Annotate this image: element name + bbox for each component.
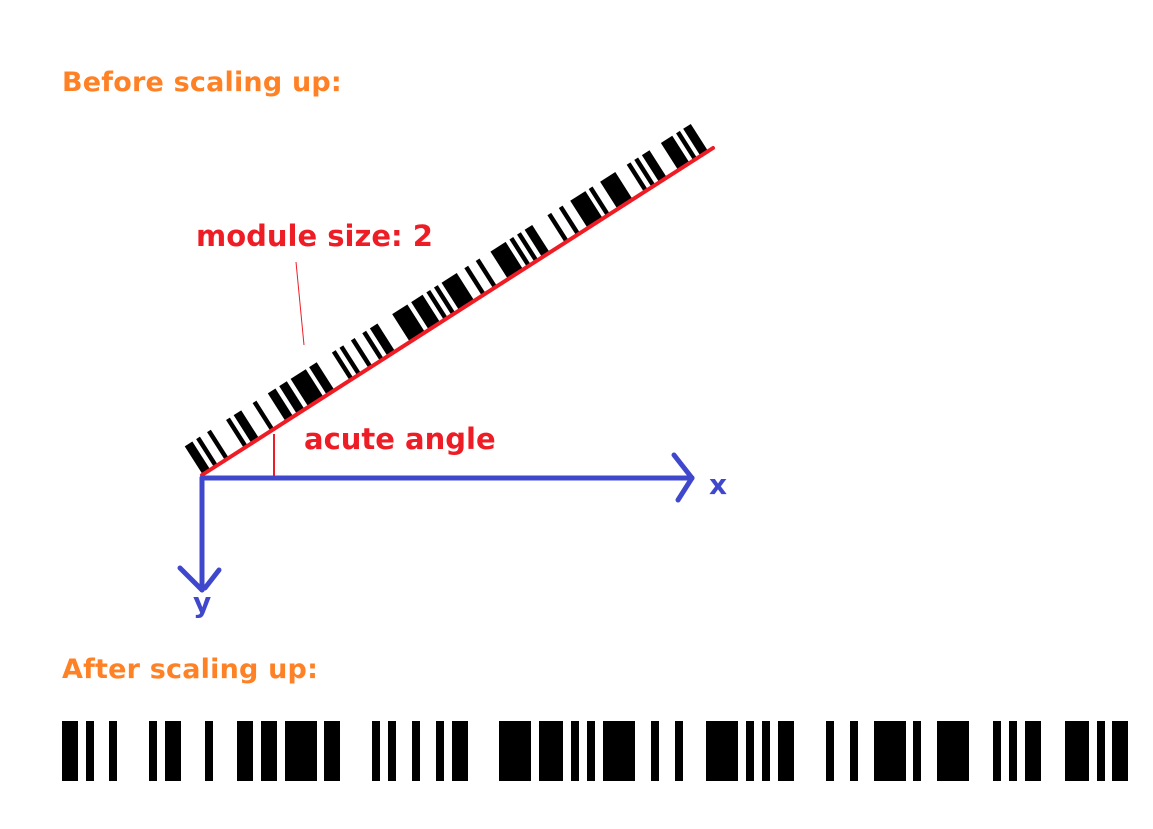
- tilted-barcode-bar: [279, 381, 306, 415]
- barcode-bar: [412, 721, 420, 781]
- tilted-barcode-bar: [267, 388, 294, 423]
- tilted-barcode-bar: [464, 265, 487, 297]
- barcode-bar: [372, 721, 380, 781]
- after-scaling-heading: After scaling up:: [62, 654, 319, 685]
- barcode-bar: [850, 721, 858, 781]
- barcode-bar: [324, 721, 340, 781]
- x-axis-label: x: [709, 468, 728, 501]
- barcode-bar: [675, 721, 683, 781]
- tilted-barcode-bar: [475, 258, 498, 290]
- barcode-baseline: [200, 146, 715, 477]
- before-scaling-heading: Before scaling up:: [62, 67, 342, 98]
- tilted-barcode-bar: [660, 135, 691, 172]
- tilted-barcode-bar: [184, 441, 211, 475]
- tilted-barcode-bar: [676, 130, 699, 162]
- tilted-barcode: [184, 123, 710, 475]
- barcode-bar: [205, 721, 213, 781]
- barcode-bar: [109, 721, 117, 781]
- tilted-barcode-bar: [196, 436, 219, 468]
- module-size-label: module size: 2: [196, 219, 433, 253]
- tilted-barcode-bar: [524, 224, 551, 259]
- barcode-bar: [436, 721, 444, 781]
- x-axis-arrow: [199, 452, 695, 503]
- tilted-barcode-bar: [331, 350, 354, 382]
- barcode-bar: [1097, 721, 1105, 781]
- barcode-bar: [62, 721, 78, 781]
- tilted-barcode-bar: [600, 172, 634, 211]
- barcode-bar: [571, 721, 579, 781]
- barcode-bar: [261, 721, 277, 781]
- barcode-bar: [165, 721, 181, 781]
- tilted-barcode-bar: [634, 157, 657, 189]
- barcode-bar: [826, 721, 834, 781]
- barcode-bar: [86, 721, 94, 781]
- tilted-barcode-bar: [509, 237, 532, 269]
- barcode-bar: [651, 721, 659, 781]
- barcode-bar: [778, 721, 794, 781]
- y-axis-arrow: [177, 475, 222, 593]
- tilted-barcode-bar: [441, 273, 476, 312]
- barcode-bar: [587, 721, 595, 781]
- barcode-bar: [388, 721, 396, 781]
- tilted-barcode-bar: [369, 323, 396, 358]
- tilted-barcode-bar: [252, 400, 275, 432]
- barcode-bar: [874, 721, 906, 781]
- barcode-bar: [539, 721, 563, 781]
- barcode-bar: [237, 721, 253, 781]
- tilted-barcode-bar: [207, 429, 230, 461]
- tilted-barcode-bar: [517, 232, 540, 264]
- barcode-bar: [1009, 721, 1017, 781]
- barcode-bar: [285, 721, 317, 781]
- tilted-barcode-bar: [233, 410, 260, 444]
- tilted-barcode-bar: [641, 150, 668, 184]
- barcode-bar: [1112, 721, 1128, 781]
- module-size-leader-line: [295, 261, 305, 346]
- tilted-barcode-bar: [570, 191, 604, 230]
- tilted-barcode-bar: [226, 417, 249, 449]
- tilted-barcode-bar: [683, 123, 710, 158]
- tilted-barcode-bar: [588, 186, 611, 218]
- barcode-bar: [603, 721, 635, 781]
- tilted-barcode-bar: [490, 241, 524, 281]
- barcode-bar: [452, 721, 468, 781]
- tilted-barcode-bar: [558, 205, 581, 237]
- barcode-bar: [762, 721, 770, 781]
- barcode-bar: [706, 721, 738, 781]
- y-axis-label: y: [193, 586, 212, 619]
- barcode-bar: [1065, 721, 1089, 781]
- tilted-barcode-bar: [392, 304, 426, 343]
- tilted-barcode-bar: [626, 162, 649, 194]
- barcode-bar: [913, 721, 921, 781]
- tilted-barcode-bar: [433, 285, 457, 317]
- tilted-barcode-bar: [547, 212, 570, 244]
- tilted-barcode-bar: [290, 369, 325, 408]
- barcode-bar: [499, 721, 531, 781]
- tilted-barcode-bar: [350, 338, 373, 370]
- barcode-bar: [993, 721, 1001, 781]
- acute-angle-label: acute angle: [304, 422, 496, 456]
- tilted-barcode-bar: [411, 294, 441, 331]
- tilted-barcode-bar: [309, 362, 335, 396]
- tilted-barcode-bar: [339, 345, 362, 377]
- scaled-barcode: [62, 721, 1128, 781]
- barcode-bar: [1025, 721, 1041, 781]
- barcode-bar: [937, 721, 969, 781]
- barcode-bar: [746, 721, 754, 781]
- tilted-barcode-bar: [362, 330, 385, 362]
- tilted-barcode-bar: [426, 289, 449, 322]
- barcode-bar: [149, 721, 157, 781]
